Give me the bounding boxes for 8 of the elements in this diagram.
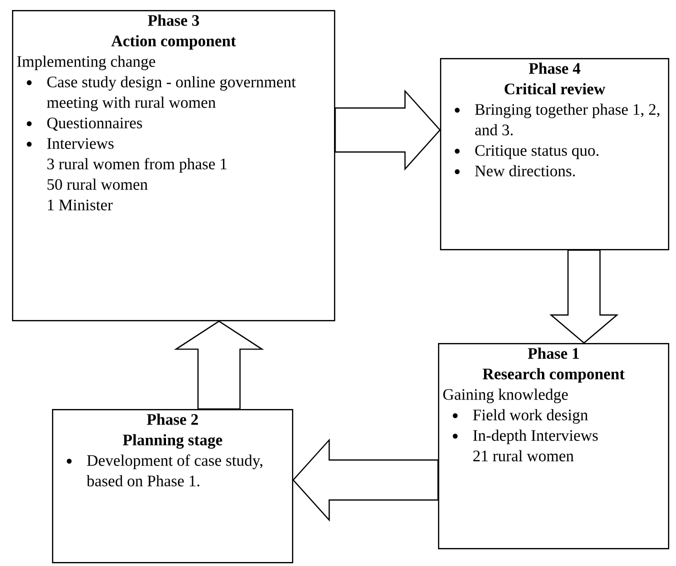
process-box: Phase 3 Action component Implementing change Case study design - online government meeting with rural women Questionnaires Interviews 3 rural women from phase 1 50 rural women 1 Minister <box>12 10 336 322</box>
process-box: Phase 1 Research component Gaining knowledge Field work design In-depth Interviews 21 rural women <box>438 343 670 550</box>
block-arrow <box>292 438 439 522</box>
process-box: Phase 2 Planning stage Development of case study, based on Phase 1. <box>52 409 294 564</box>
block-arrow <box>174 320 264 410</box>
block-arrow <box>549 250 619 344</box>
process-box: Phase 4 Critical review Bringing together phase 1, 2, and 3. Critique status quo. New directions. <box>440 58 670 250</box>
block-arrow <box>334 89 441 171</box>
